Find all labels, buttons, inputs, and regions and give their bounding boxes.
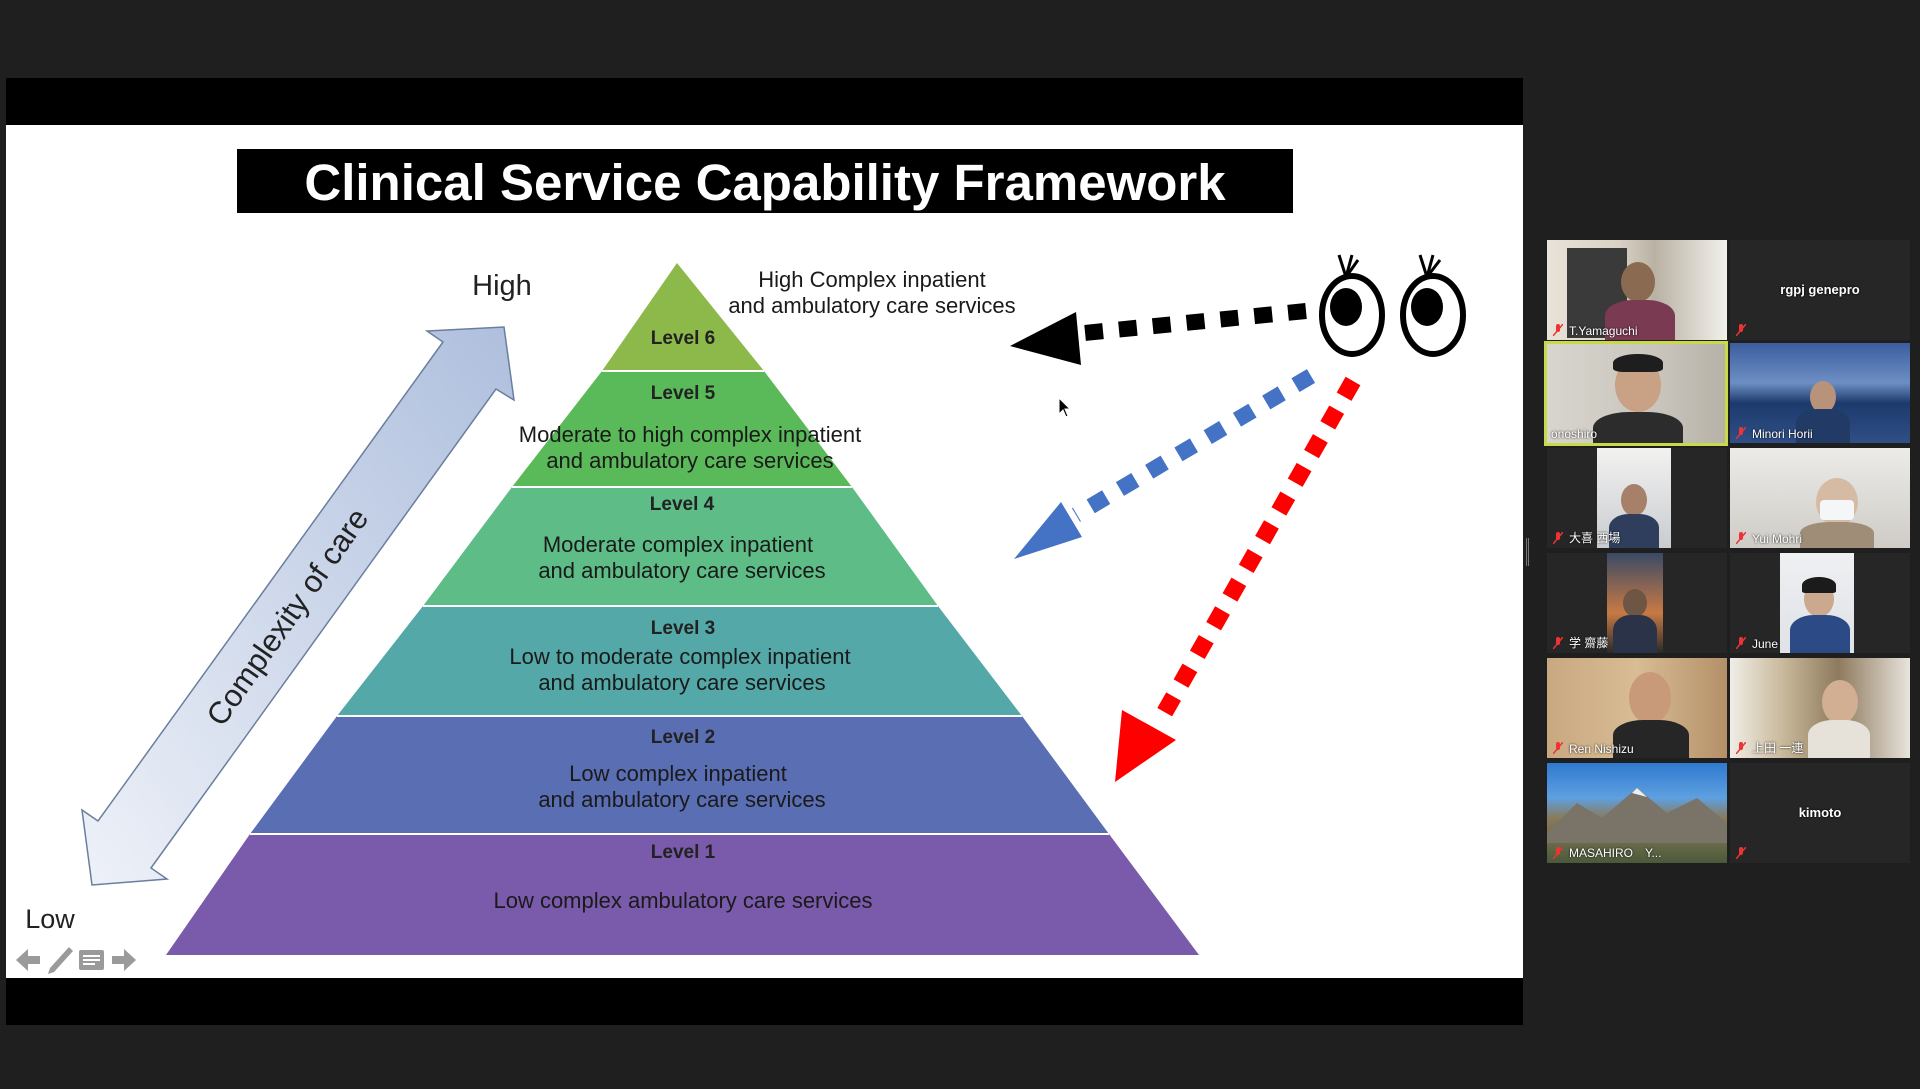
level-1-desc-1: Low complex ambulatory care services: [493, 888, 872, 913]
participant-tile[interactable]: T.Yamaguchi: [1547, 240, 1727, 340]
black-dashed-arrow: [1010, 303, 1307, 365]
participant-name: kimoto: [1798, 805, 1842, 820]
menu-icon[interactable]: [79, 950, 104, 970]
slide-title: Clinical Service Capability Framework: [304, 154, 1226, 211]
participant-name: MASAHIRO Y...: [1569, 846, 1662, 860]
mouse-cursor: [1058, 396, 1072, 418]
participant-tile[interactable]: 大喜 西場: [1547, 448, 1727, 548]
participant-name: June: [1752, 637, 1779, 651]
level-4-band: [423, 487, 938, 606]
participant-name: 学 齋藤: [1569, 636, 1609, 650]
panel-resize-handle[interactable]: [1526, 538, 1529, 566]
participant-tile-active-speaker[interactable]: onoshiro: [1544, 341, 1728, 446]
participant-tile[interactable]: 学 齋藤: [1547, 553, 1727, 653]
eyes-icon: [1319, 254, 1466, 357]
level-3-band: [337, 606, 1022, 716]
level-4-desc-2: and ambulatory care services: [538, 558, 825, 583]
level-6-band: [602, 263, 764, 371]
participant-tile[interactable]: kimoto: [1730, 763, 1910, 863]
level-5-band: [512, 371, 852, 487]
axis-low-label: Low: [25, 904, 75, 934]
level-5-label: Level 5: [651, 383, 716, 404]
muted-mic-icon: [1736, 427, 1746, 439]
muted-mic-icon: [1736, 637, 1746, 649]
participant-name: Ren Nishizu: [1569, 742, 1634, 756]
participant-name: 上田 一連: [1752, 741, 1804, 755]
level-3-desc-1: Low to moderate complex inpatient: [509, 644, 850, 669]
complexity-label: Complexity of care: [199, 502, 375, 732]
slide-toolbar: [16, 947, 136, 974]
level-5-desc-2: and ambulatory care services: [546, 448, 833, 473]
muted-mic-icon: [1553, 637, 1563, 649]
participant-name: 大喜 西場: [1569, 531, 1621, 545]
shared-slide: Clinical Service Capability Framework Le…: [6, 125, 1523, 978]
pen-icon[interactable]: [48, 947, 73, 974]
participant-name: onoshiro: [1551, 427, 1598, 441]
blue-dashed-arrow: [1014, 369, 1316, 559]
participant-name: Minori Horii: [1752, 427, 1813, 441]
participant-tile[interactable]: Yui Mohri: [1730, 448, 1910, 548]
level-2-band: [250, 716, 1109, 834]
level-2-label: Level 2: [651, 727, 715, 748]
slide-canvas: Clinical Service Capability Framework Le…: [16, 149, 1466, 974]
participant-name: T.Yamaguchi: [1569, 324, 1638, 338]
muted-mic-icon: [1553, 742, 1563, 754]
level-6-desc-1: High Complex inpatient: [758, 267, 985, 292]
level-1-label: Level 1: [651, 842, 716, 863]
level-3-desc-2: and ambulatory care services: [538, 670, 825, 695]
level-1-band: [166, 834, 1199, 955]
muted-mic-icon: [1736, 324, 1746, 336]
participant-tile[interactable]: rgpj genepro: [1730, 240, 1910, 340]
level-3-label: Level 3: [651, 618, 715, 639]
muted-mic-icon: [1736, 742, 1746, 754]
level-4-label: Level 4: [650, 494, 715, 515]
complexity-arrow: [81, 326, 515, 886]
level-2-desc-2: and ambulatory care services: [538, 787, 825, 812]
participant-tile[interactable]: Minori Horii: [1730, 343, 1910, 443]
muted-mic-icon: [1553, 532, 1563, 544]
participant-tile[interactable]: Ren Nishizu: [1547, 658, 1727, 758]
level-4-desc-1: Moderate complex inpatient: [543, 532, 813, 557]
muted-mic-icon: [1736, 847, 1746, 859]
muted-mic-icon: [1553, 847, 1563, 859]
arrow-left-icon[interactable]: [16, 949, 40, 971]
level-6-desc-2: and ambulatory care services: [728, 293, 1015, 318]
level-5-desc-1: Moderate to high complex inpatient: [519, 422, 861, 447]
level-6-label: Level 6: [651, 328, 715, 349]
muted-mic-icon: [1736, 532, 1746, 544]
title-box: [237, 149, 1293, 213]
participant-tile[interactable]: MASAHIRO Y...: [1547, 763, 1727, 863]
axis-high-label: High: [472, 270, 532, 302]
participant-name: Yui Mohri: [1752, 532, 1803, 546]
level-2-desc-1: Low complex inpatient: [569, 761, 787, 786]
participant-tile[interactable]: 上田 一連: [1730, 658, 1910, 758]
participant-tile[interactable]: June: [1730, 553, 1910, 653]
red-dashed-arrow: [1115, 376, 1361, 782]
arrow-right-icon[interactable]: [112, 949, 136, 971]
muted-mic-icon: [1553, 324, 1563, 336]
participant-name: rgpj genepro: [1780, 282, 1860, 297]
